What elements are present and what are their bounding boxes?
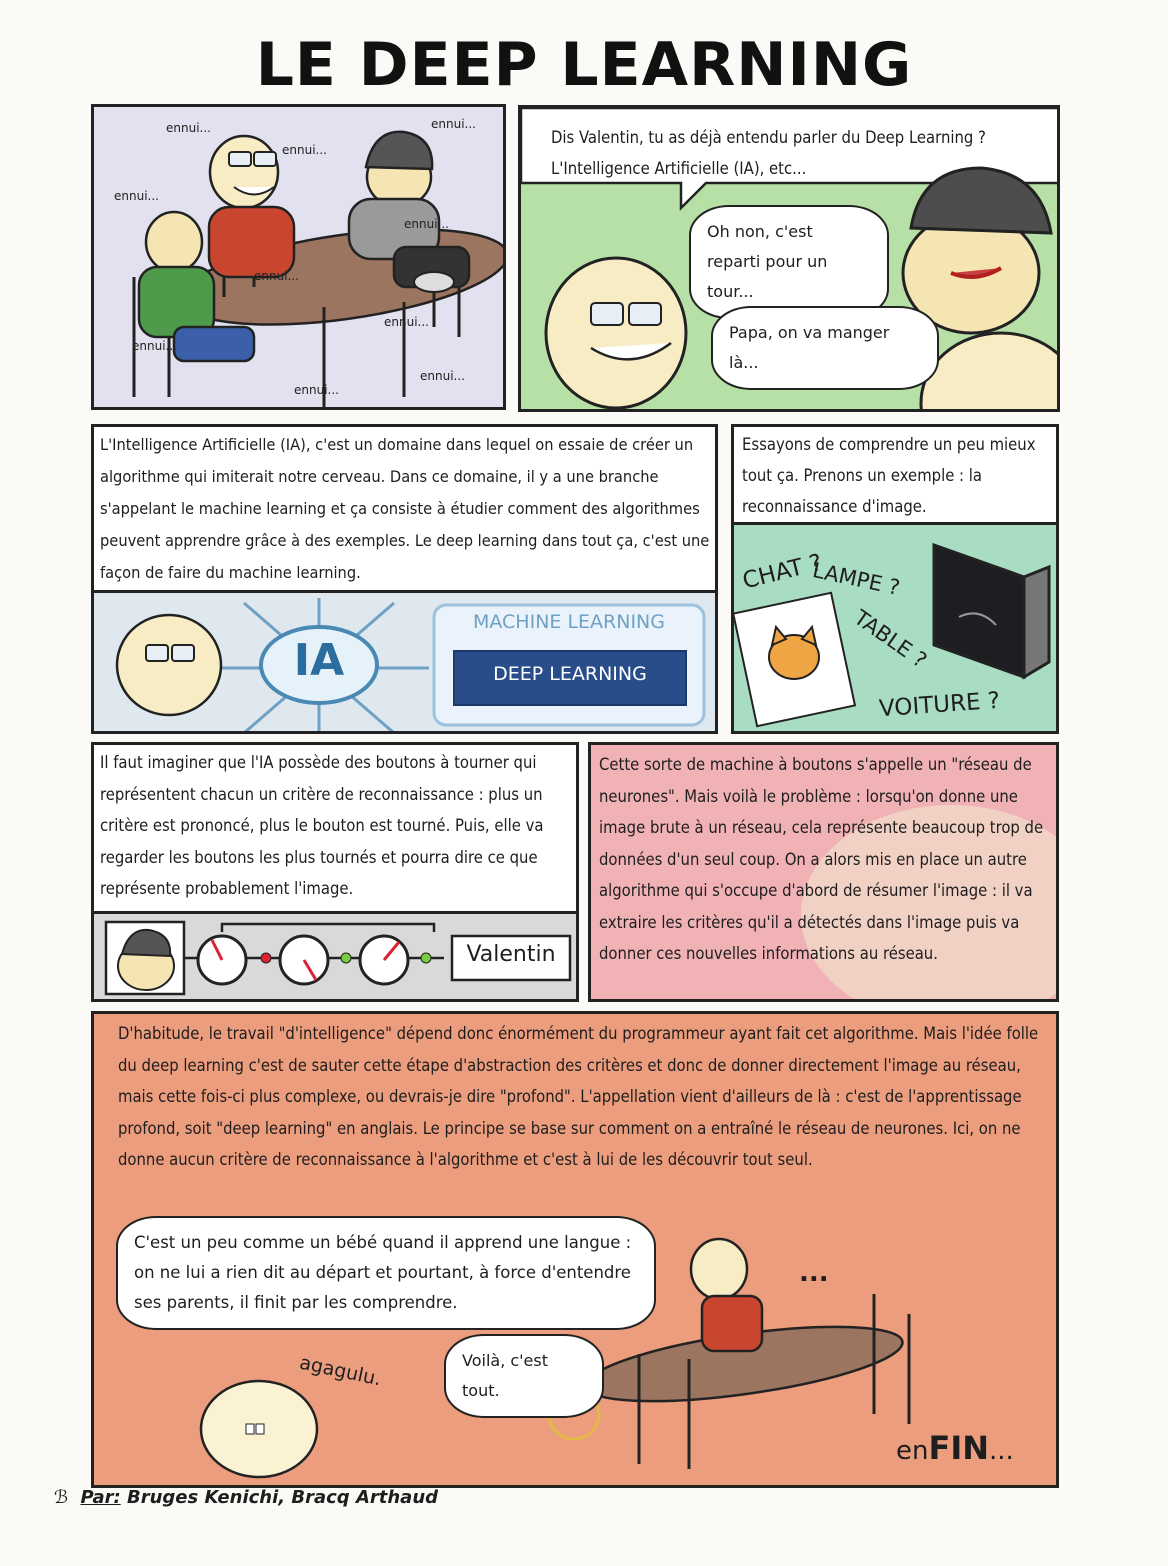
credits-prefix: Par: [80,1487,121,1508]
panel-buttons: Il faut imaginer que l'IA possède des bo… [91,742,579,1002]
ellipsis-thought: ... [799,1258,829,1288]
ennui-label: ennui... [282,143,327,157]
panel-dialogue: Dis Valentin, tu as déjà entendu parler … [518,105,1060,412]
meeting-illustration [132,130,503,407]
ennui-label: ennui... [431,117,476,131]
ennui-label: ennui... [384,315,429,329]
speech-bubble: Oh non, c'est reparti pour un tour... [689,205,889,319]
ending-illustration [199,1237,911,1479]
deep-learning-label: DEEP LEARNING [493,663,647,685]
buttons-diagram: Valentin [94,911,576,999]
panel-ia-definition: L'Intelligence Artificielle (IA), c'est … [91,424,718,734]
ennui-label: ennui... [254,269,299,283]
background-face [801,805,1056,999]
panel-neural-network: Cette sorte de machine à boutons s'appel… [588,742,1059,1002]
ennui-label: ennui... [294,383,339,397]
panel-boredom: ennui... ennui... ennui... ennui... ennu… [91,104,506,410]
speech-bubble: C'est un peu comme un bébé quand il appr… [116,1216,656,1330]
panel-image-recognition: Essayons de comprendre un peu mieux tout… [731,424,1059,734]
narration-text: Essayons de comprendre un peu mieux tout… [742,435,1036,516]
signature-icon: ℬ [54,1487,69,1508]
ia-label: IA [293,635,345,686]
credits: ℬ Par: Bruges Kenichi, Bracq Arthaud [54,1487,438,1508]
speech-bubble: Papa, on va manger là... [711,306,939,390]
diagram-area: IA MACHINE LEARNING DEEP LEARNING [94,590,715,731]
dialogue-line: L'Intelligence Artificielle (IA), etc... [551,159,807,178]
narration-text: L'Intelligence Artificielle (IA), c'est … [100,435,710,582]
text-box: Essayons de comprendre un peu mieux tout… [734,427,1056,525]
recognition-illustration [734,542,1051,728]
narration-text: D'habitude, le travail "d'intelligence" … [118,1024,1039,1169]
narration-text: Cette sorte de machine à boutons s'appel… [599,755,1044,963]
ennui-label: ennui... [166,121,211,135]
result-label: Valentin [466,942,556,967]
machine-learning-label: MACHINE LEARNING [472,611,665,633]
ennui-label: ennui... [114,189,159,203]
panel-deep-learning: D'habitude, le travail "d'intelligence" … [91,1011,1059,1488]
credits-authors: Bruges Kenichi, Bracq Arthaud [126,1487,439,1508]
ennui-label: ennui... [132,339,177,353]
speech-bubble: Voilà, c'est tout. [444,1334,604,1418]
page-title: LE DEEP LEARNING [255,30,913,100]
ending-text: enFIN... [896,1429,1014,1467]
characters-illustration [521,108,1057,409]
ennui-label: ennui... [420,369,465,383]
narration-text: Il faut imaginer que l'IA possède des bo… [100,753,544,898]
dialogue-line: Dis Valentin, tu as déjà entendu parler … [551,128,986,147]
knobs-diagram [104,920,572,996]
ennui-label: ennui... [404,217,449,231]
ia-diagram [115,598,706,731]
